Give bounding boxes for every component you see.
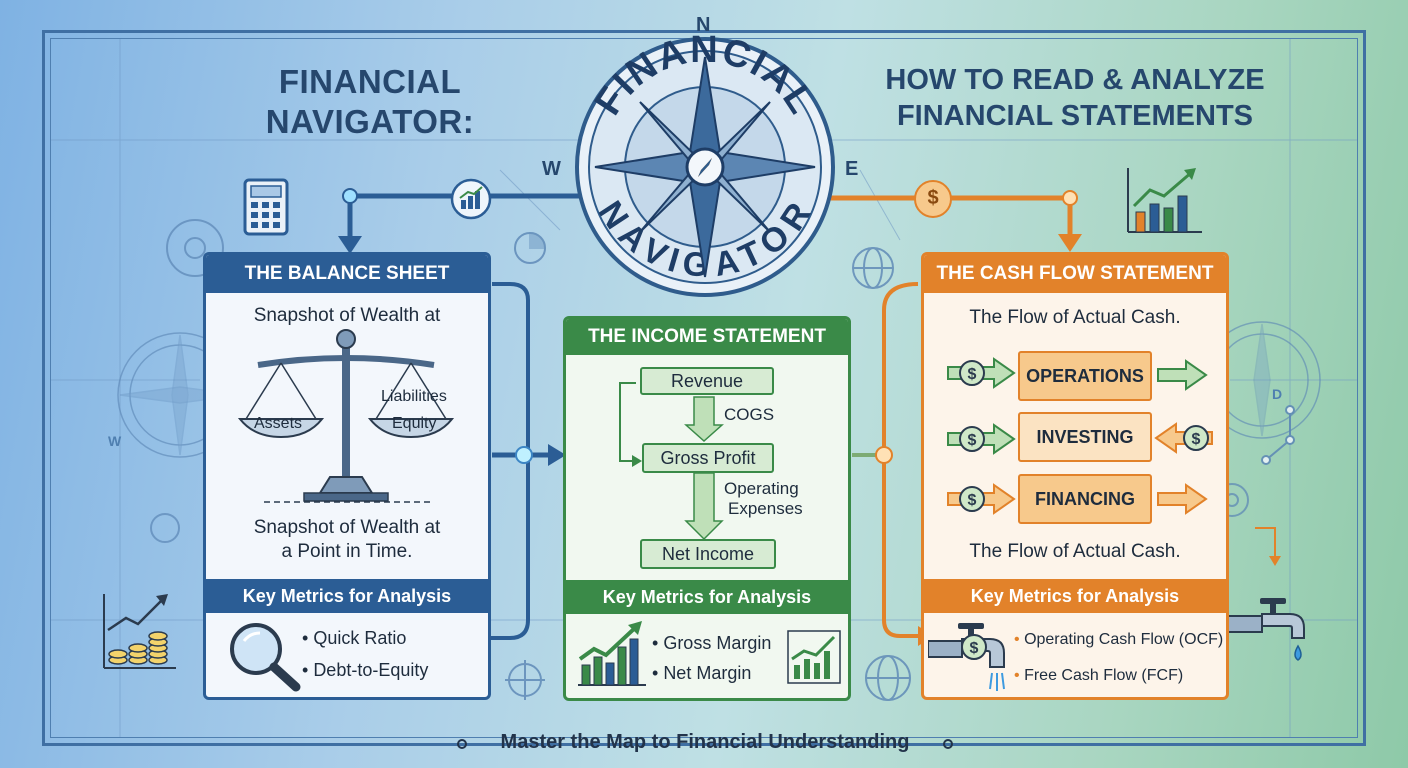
revenue-box: Revenue xyxy=(640,367,774,395)
metric-quick-ratio-label: Quick Ratio xyxy=(313,628,407,648)
small-compass-east: D xyxy=(1272,386,1283,402)
compass-east: E xyxy=(845,158,859,180)
footer-tagline: Master the Map to Financial Understandin… xyxy=(500,731,910,753)
dollar-arrow-icon: $ xyxy=(947,357,1016,389)
cash-flow-subtitle: The Flow of Actual Cash. xyxy=(969,307,1181,328)
svg-text:$: $ xyxy=(968,432,977,449)
metric-quick-ratio: • Quick Ratio xyxy=(302,628,407,648)
dollar-arrow-orange-icon: $ xyxy=(947,483,1016,515)
metric-net-margin-label: Net Margin xyxy=(663,663,752,683)
net-income-box: Net Income xyxy=(640,539,776,569)
green-arrow-right-icon xyxy=(1157,359,1208,391)
compass-rose: FINANCIAL NAVIGATOR xyxy=(575,29,835,297)
cogs-label: COGS xyxy=(724,405,775,424)
orange-arrow-right-icon xyxy=(1157,483,1208,515)
title-right: HOW TO READ & ANALYZE FINANCIAL STATEMEN… xyxy=(885,64,1265,132)
balance-sheet-metrics-header: Key Metrics for Analysis xyxy=(206,579,488,613)
balance-scale-icon xyxy=(237,329,455,503)
crosshair-icon xyxy=(505,660,545,700)
footer-decorations xyxy=(457,739,953,749)
svg-text:$: $ xyxy=(968,492,977,509)
metric-ocf-label: Operating Cash Flow (OCF) xyxy=(1024,631,1224,648)
metric-fcf: • Free Cash Flow (FCF) xyxy=(1014,667,1184,684)
opex-label-line1: Operating xyxy=(724,479,799,498)
operations-box: OPERATIONS xyxy=(1018,351,1152,401)
cash-flow-header: THE CASH FLOW STATEMENT xyxy=(924,255,1226,293)
cash-flow-caption: The Flow of Actual Cash. xyxy=(969,541,1181,562)
svg-text:$: $ xyxy=(970,640,979,657)
coins-chart-icon xyxy=(103,594,176,669)
scale-label-equity: Equity xyxy=(392,415,437,432)
dollar-coin-icon: $ xyxy=(914,180,952,218)
scale-label-liabilities: Liabilities xyxy=(381,388,447,405)
metric-gross-margin-label: Gross Margin xyxy=(663,633,772,653)
cash-flow-metrics-header: Key Metrics for Analysis xyxy=(924,579,1226,613)
gear-icon xyxy=(150,219,1249,543)
svg-text:$: $ xyxy=(1192,431,1201,448)
cash-flow-panel: THE CASH FLOW STATEMENT The Flow of Actu… xyxy=(921,252,1229,700)
faucet-dollar-icon: $ xyxy=(928,623,1005,691)
dollar-arrow-icon: $ xyxy=(947,423,1016,455)
small-compass-west: W xyxy=(108,433,122,449)
scale-label-assets: Assets xyxy=(254,415,303,432)
outer-frame xyxy=(42,30,1366,746)
orange-arrow-left-dollar-icon: $ xyxy=(1154,422,1213,454)
pie-chart-icon xyxy=(514,231,547,264)
income-statement-panel: THE INCOME STATEMENT Revenue COGS Gross … xyxy=(563,316,851,701)
balance-sheet-caption-line1: Snapshot of Wealth at xyxy=(253,517,441,538)
bar-chart-badge-icon xyxy=(450,178,492,220)
investing-box: INVESTING xyxy=(1018,412,1152,462)
gross-profit-box: Gross Profit xyxy=(642,443,774,473)
compass-star xyxy=(594,56,816,278)
network-nodes-icon xyxy=(1261,405,1295,465)
income-statement-metrics-header: Key Metrics for Analysis xyxy=(566,580,848,614)
financing-box: FINANCING xyxy=(1018,474,1152,524)
calculator-icon xyxy=(243,178,289,236)
globe-icon xyxy=(852,247,894,289)
income-flow-arrows xyxy=(619,382,724,541)
metric-fcf-label: Free Cash Flow (FCF) xyxy=(1024,667,1184,684)
growth-chart-icon xyxy=(1127,168,1202,233)
metric-ocf: • Operating Cash Flow (OCF) xyxy=(1014,631,1224,648)
balance-sheet-subtitle: Snapshot of Wealth at xyxy=(253,305,441,326)
balance-sheet-caption-line2: a Point in Time. xyxy=(281,541,413,562)
balance-sheet-panel: THE BALANCE SHEET Snapshot of Wealth at … xyxy=(203,252,491,700)
magnifier-icon xyxy=(230,623,301,692)
income-statement-header: THE INCOME STATEMENT xyxy=(566,319,848,355)
compass-west: W xyxy=(542,158,561,180)
compass-north: N xyxy=(696,14,711,36)
globe-icon xyxy=(865,655,911,701)
metric-debt-to-equity-label: Debt-to-Equity xyxy=(313,660,429,680)
faucet-icon xyxy=(1228,598,1305,661)
metric-net-margin: • Net Margin xyxy=(652,663,752,683)
balance-sheet-header: THE BALANCE SHEET xyxy=(206,255,488,293)
metric-debt-to-equity: • Debt-to-Equity xyxy=(302,660,429,680)
opex-label-line2: Expenses xyxy=(728,499,803,518)
rising-bars-icon xyxy=(578,621,646,686)
metric-gross-margin: • Gross Margin xyxy=(652,633,772,653)
title-left: FINANCIAL NAVIGATOR: xyxy=(265,63,475,140)
line-chart-icon xyxy=(787,630,841,684)
svg-text:$: $ xyxy=(968,366,977,383)
